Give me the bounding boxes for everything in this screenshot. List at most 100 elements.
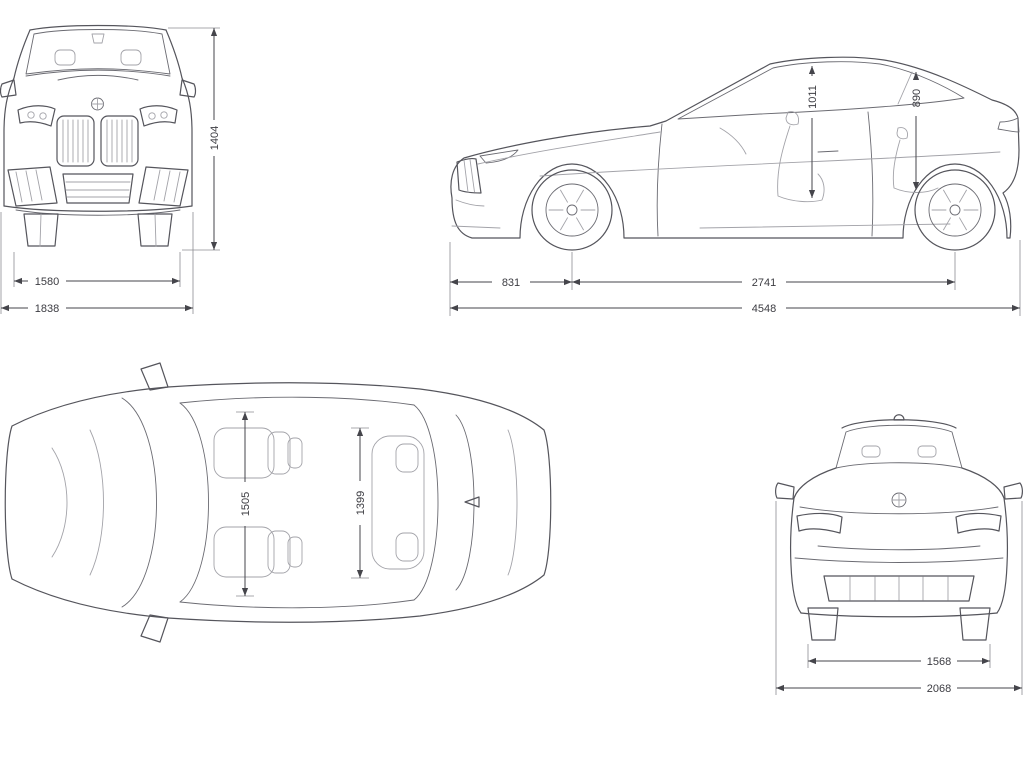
rear-body-side-right	[996, 497, 1008, 614]
dimension-track-width: 1580	[13, 252, 181, 288]
dim-label-front-overhang: 831	[502, 277, 520, 289]
kidney-grille-right	[100, 115, 139, 167]
dim-label-rear-headroom: 890	[911, 89, 923, 107]
dim-label-front-headroom: 1011	[807, 85, 819, 109]
side-hood-line	[477, 131, 661, 165]
bmw-roundel-icon	[91, 97, 104, 111]
roof-rail-top	[179, 396, 415, 406]
headlight-right-ring-2	[148, 112, 156, 120]
dimension-rear-headroom: 890	[911, 72, 923, 190]
hood-contour	[57, 75, 139, 81]
front-intake-side	[451, 199, 501, 229]
rear-bumper-top	[794, 557, 1004, 563]
rear-body-side-left	[790, 497, 802, 614]
door-cut-rear	[867, 111, 874, 237]
side-grille-slats	[463, 159, 475, 193]
taillight-right	[955, 512, 1002, 534]
fender-line	[89, 429, 104, 576]
dimension-rear-interior-width: 1399	[351, 427, 369, 579]
side-kidney-grille	[456, 158, 482, 194]
top-mirror-upper	[140, 362, 169, 391]
side-intake-right-slats	[153, 169, 181, 203]
door-cut-front	[656, 123, 663, 237]
front-seat-right	[213, 526, 303, 578]
rear-window	[835, 424, 963, 469]
dim-label-rear-interior-width: 1399	[355, 491, 367, 515]
antenna-fin	[464, 496, 480, 508]
front-tire-right	[137, 213, 173, 247]
dimension-front-interior-width: 1505	[236, 411, 254, 597]
front-tire-right-tread	[154, 213, 157, 247]
front-view: 1404 1580 1838	[0, 24, 221, 315]
front-a-pillar-right	[165, 29, 183, 79]
front-mirror-left	[0, 79, 17, 98]
kidney-grille-left-slats	[62, 119, 89, 163]
side-intake-left-slats	[15, 169, 43, 203]
rear-tire-right	[959, 607, 991, 641]
rear-bench	[371, 435, 425, 570]
dim-label-overall-width: 1838	[35, 303, 59, 315]
front-tire-left-tread	[39, 213, 42, 247]
windshield	[25, 29, 171, 75]
headrest-left	[54, 49, 76, 66]
dim-label-front-interior-width: 1505	[240, 492, 252, 516]
rear-diffuser-slats	[849, 576, 949, 601]
side-window-divider	[897, 71, 913, 105]
front-body-side-left	[3, 77, 15, 207]
center-intake-slats	[65, 181, 131, 198]
rear-shoulder-crease	[799, 506, 999, 515]
dimension-width-incl-mirrors: 2068	[775, 501, 1023, 695]
dimension-overall-width: 1838	[0, 212, 194, 315]
top-mirror-lower	[140, 614, 169, 643]
rear-mirror-right	[1003, 482, 1023, 500]
front-a-pillar-left	[13, 29, 31, 79]
center-intake	[62, 173, 134, 204]
c-pillar-left	[793, 467, 837, 499]
windshield-top-arc	[179, 402, 209, 603]
front-bumper-lower	[3, 205, 193, 212]
rear-view: 1568 2068	[775, 414, 1023, 695]
side-body-outline	[450, 56, 1020, 239]
trunk-lid-edge	[817, 545, 981, 551]
rear-mirror-left	[775, 482, 795, 500]
dim-label-track-width: 1580	[35, 276, 59, 288]
rear-bumper-bottom	[800, 612, 998, 618]
front-wheel	[531, 169, 613, 251]
taillight-left	[796, 512, 843, 534]
front-shoulder-line	[25, 69, 171, 77]
bmw-roundel-rear-icon	[891, 492, 907, 508]
cowl-arc	[121, 397, 157, 608]
rear-antenna-fin	[893, 414, 905, 421]
dimension-front-headroom: 1011	[807, 66, 819, 198]
dimension-overall-length: 4548	[450, 303, 1020, 315]
taillight-side	[997, 117, 1020, 133]
rear-glass-arc	[455, 414, 475, 591]
character-line	[539, 151, 1001, 177]
roof-rail-bottom	[179, 599, 415, 609]
dim-label-wheelbase: 2741	[752, 277, 776, 289]
door-handle	[817, 150, 839, 153]
dimension-rear-track: 1568	[807, 644, 991, 668]
steering-wheel	[719, 127, 747, 155]
headrest-right	[120, 49, 142, 66]
dim-label-width-incl-mirrors: 2068	[927, 683, 951, 695]
rear-wheel	[914, 169, 996, 251]
dim-label-overall-height: 1404	[209, 126, 221, 150]
headlight-left-ring-2	[39, 112, 47, 120]
rear-tire-left	[807, 607, 839, 641]
roof-rear-arc	[413, 404, 439, 601]
rear-headrest-hint-left	[861, 445, 881, 458]
cabin-floor-line	[699, 223, 951, 229]
dimension-overall-height: 1404	[168, 27, 221, 251]
side-glass	[677, 61, 965, 120]
dimension-wheelbase: 2741	[572, 277, 955, 289]
front-roof-line	[29, 24, 167, 31]
dimension-front-overhang: 831	[450, 277, 572, 289]
rear-seat	[892, 127, 939, 193]
side-view: 1011 890 831 2741 4548	[449, 56, 1021, 316]
dim-label-overall-length: 4548	[752, 303, 776, 315]
rearview-mirror	[91, 33, 105, 44]
top-body-outline	[4, 382, 552, 623]
